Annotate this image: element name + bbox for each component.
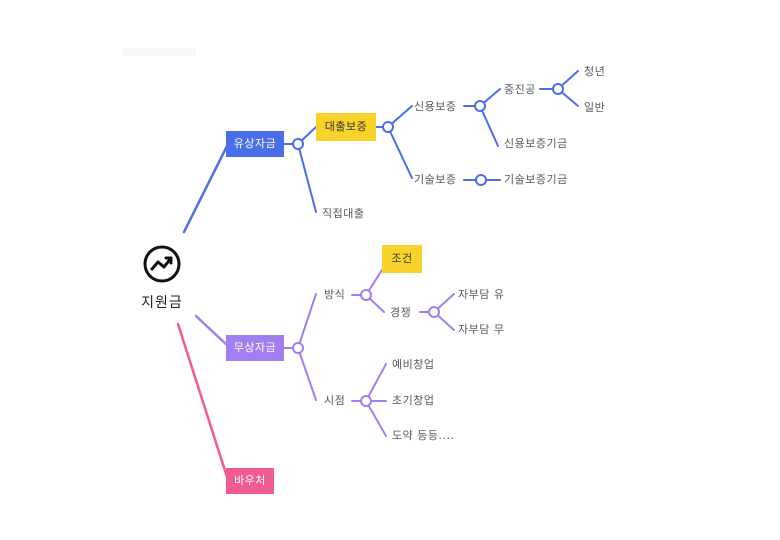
node-self-pay-yes[interactable]: 자부담 유 (458, 288, 505, 301)
edge-root-paid (182, 142, 230, 234)
junction-competition (428, 306, 440, 318)
junction-free (292, 342, 304, 354)
node-free-funds[interactable]: 무상자금 (226, 335, 284, 361)
junction-loan (382, 121, 394, 133)
junction-credit (474, 100, 486, 112)
root-label: 지원금 (141, 295, 183, 311)
node-self-pay-no[interactable]: 자부담 무 (458, 323, 505, 336)
node-smb-agency[interactable]: 중진공 (504, 83, 536, 96)
junction-paid (292, 138, 304, 150)
node-credit-guarantee[interactable]: 신용보증 (414, 100, 457, 113)
node-credit-fund[interactable]: 신용보증기금 (504, 137, 568, 150)
node-early-startup[interactable]: 초기창업 (392, 394, 435, 407)
trend-up-icon (143, 245, 181, 283)
node-condition[interactable]: 조건 (382, 245, 422, 273)
node-general[interactable]: 일반 (584, 101, 606, 114)
node-direct-loan[interactable]: 직접대출 (322, 207, 365, 220)
node-tech-fund[interactable]: 기술보증기금 (504, 173, 568, 186)
junction-method (360, 289, 372, 301)
junction-timing (360, 395, 372, 407)
junction-tech (475, 174, 487, 186)
node-leap[interactable]: 도약 등등.... (392, 429, 455, 442)
faint-bar (122, 48, 196, 56)
node-paid-funds[interactable]: 유상자금 (226, 131, 284, 157)
node-tech-guarantee[interactable]: 기술보증 (414, 173, 457, 186)
node-voucher[interactable]: 바우처 (226, 468, 274, 494)
edge-root-voucher (176, 322, 230, 482)
node-loan-guarantee[interactable]: 대출보증 (316, 113, 376, 141)
edge-root-free (194, 314, 230, 348)
node-competition[interactable]: 경쟁 (390, 306, 412, 319)
node-method[interactable]: 방식 (324, 288, 346, 301)
node-pre-startup[interactable]: 예비창업 (392, 358, 435, 371)
node-youth[interactable]: 청년 (584, 65, 606, 78)
junction-smb (552, 83, 564, 95)
node-timing[interactable]: 시점 (324, 394, 346, 407)
